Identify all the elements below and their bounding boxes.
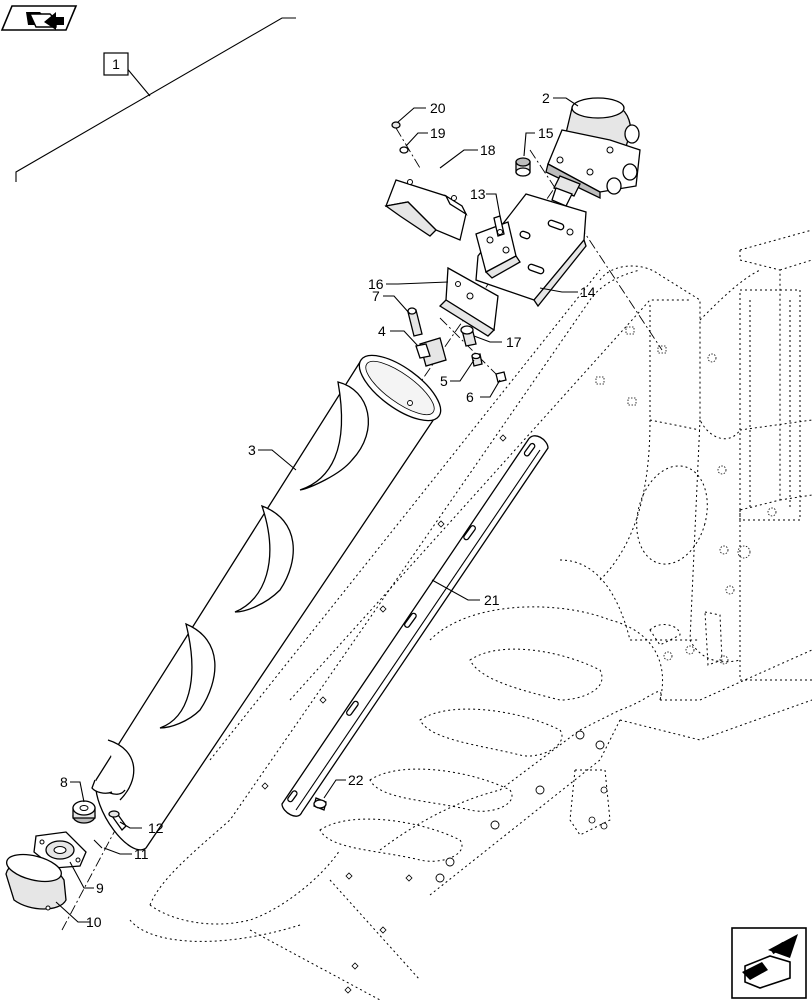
callout-10: 10 (86, 914, 102, 930)
navigate-to-next-page-icon (742, 934, 798, 989)
bolt-22 (313, 797, 327, 811)
callout-19: 19 (430, 125, 446, 141)
navigate-to-previous-page-icon (26, 12, 64, 30)
callout-7: 7 (372, 288, 380, 304)
bushing-8 (72, 800, 96, 824)
callout-8: 8 (60, 774, 68, 790)
callout-22: 22 (348, 772, 364, 788)
callout-5: 5 (440, 373, 448, 389)
bolt-17 (460, 325, 477, 347)
callout-12: 12 (148, 820, 164, 836)
callout-15: 15 (538, 125, 554, 141)
pin-7 (407, 307, 423, 337)
callout-labels: 2 3 4 5 6 7 8 9 10 11 12 13 14 15 16 17 … (60, 90, 596, 930)
guard-cover (384, 179, 468, 241)
callout-17: 17 (506, 334, 522, 350)
assembly-reference-box: 1 (103, 52, 129, 76)
assembly-leader (15, 17, 296, 182)
callout-21: 21 (484, 592, 500, 608)
pin-11 (93, 839, 103, 849)
callout-14: 14 (580, 284, 596, 300)
bolt-12 (108, 810, 127, 832)
callout-6: 6 (466, 389, 474, 405)
nut-20 (391, 121, 401, 129)
washer-5 (471, 352, 483, 367)
previous-page-button[interactable] (0, 5, 78, 31)
coupler-4 (415, 337, 447, 367)
plate-16 (438, 266, 499, 337)
callout-2: 2 (542, 90, 550, 106)
callout-20: 20 (430, 100, 446, 116)
callout-4: 4 (378, 323, 386, 339)
callout-9: 9 (96, 880, 104, 896)
frame-background (129, 229, 812, 1000)
nut-6 (495, 371, 507, 383)
bearing-housing-10 (5, 853, 67, 911)
next-page-button[interactable] (731, 927, 807, 999)
auger-tube (91, 354, 442, 851)
callout-11: 11 (134, 846, 149, 862)
hydraulic-motor (545, 97, 641, 207)
callout-16: 16 (368, 276, 384, 292)
flat-strip-part (281, 435, 549, 817)
callout-18: 18 (480, 142, 496, 158)
callout-leaders (55, 97, 579, 923)
callout-3: 3 (248, 442, 256, 458)
svg-text:1: 1 (112, 56, 120, 72)
washer-19 (399, 146, 409, 154)
callout-13: 13 (470, 186, 486, 202)
plug-15 (515, 157, 531, 177)
bracket-13 (475, 215, 521, 279)
flange-bearing-9 (33, 831, 87, 869)
